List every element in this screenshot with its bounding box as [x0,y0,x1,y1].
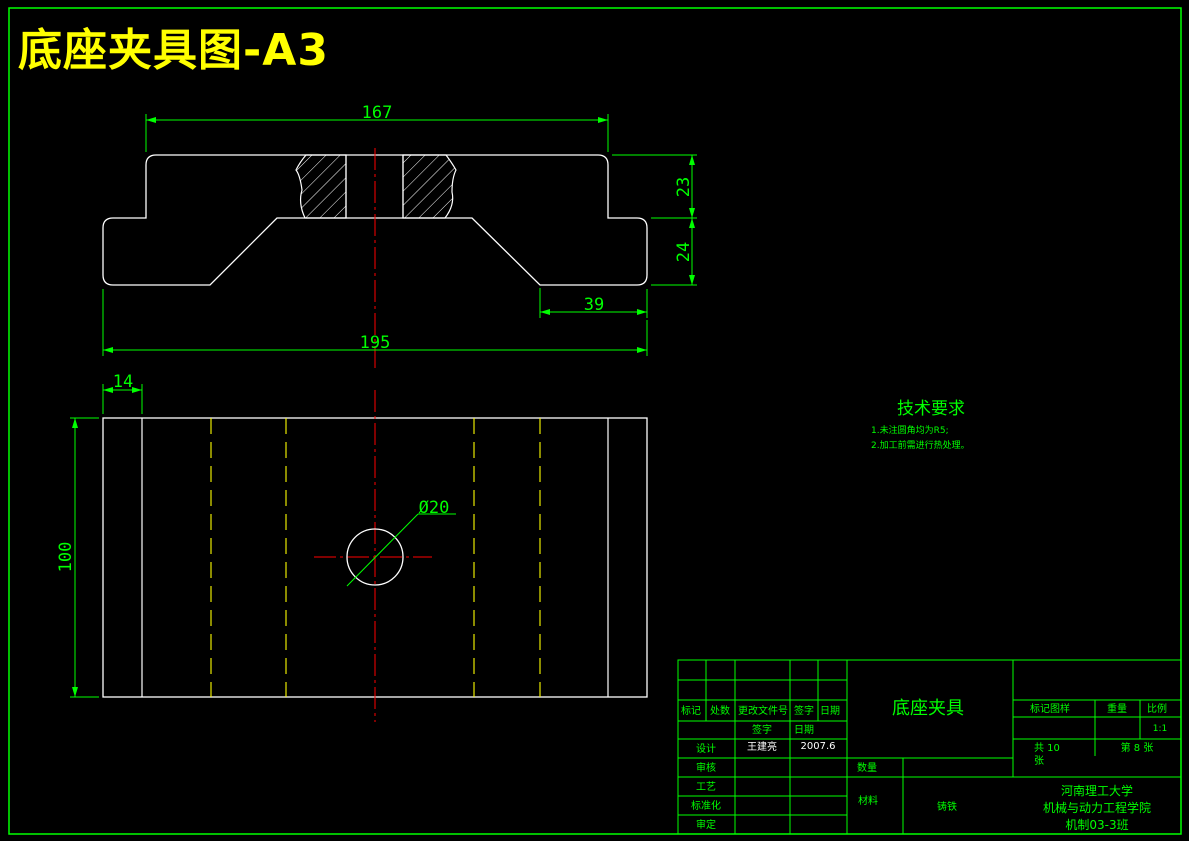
front-view [102,148,648,372]
tb-school: 河南理工大学 [1061,783,1133,798]
section-hatch-left [295,154,347,219]
tb-scale-label: 比例 [1147,702,1167,715]
tech-req-item-2: 2.加工前需进行热处理。 [871,439,970,451]
tech-req-item-1: 1.未注圆角均为R5; [871,424,949,436]
tb-sign-label: 签字 [752,723,772,736]
tb-role-standard: 标准化 [691,799,721,812]
tb-class: 机制03-3班 [1065,818,1128,832]
plan-view [102,390,648,722]
tb-sheets-total-unit: 张 [1034,755,1044,767]
tb-col-change-doc: 更改文件号 [738,704,788,717]
tb-role-approve: 审定 [696,818,716,831]
tb-role-process: 工艺 [696,781,716,793]
tb-sheets-total: 共 10 [1034,742,1060,754]
tb-weight-label: 重量 [1107,702,1127,715]
tb-scale-value: 1:1 [1153,724,1167,734]
tb-col-date: 日期 [820,705,840,717]
tb-college: 机械与动力工程学院 [1043,800,1151,815]
front-view-outline [102,154,648,286]
dim-plan-height: 100 [56,542,76,573]
dim-base-width: 195 [360,333,391,353]
title-block [677,659,1182,835]
dim-hole-diameter: Ø20 [419,498,450,518]
tb-quantity-label: 数量 [857,761,877,774]
section-hatch-right [402,154,457,219]
tb-design-date: 2007.6 [801,741,836,752]
tb-stage-mark: 标记图样 [1030,702,1070,715]
tb-sheet-number: 第 8 张 [1121,741,1154,754]
tb-col-count: 处数 [710,704,730,717]
tb-date-label: 日期 [794,724,814,736]
dim-base-step: 39 [584,295,604,315]
center-hole [346,528,404,586]
tech-req-heading: 技术要求 [897,399,965,419]
drawing-title: 底座夹具图-A3 [18,25,329,76]
dim-top-width: 167 [362,103,393,123]
tb-role-design: 设计 [696,742,716,755]
tb-designer: 王建亮 [747,740,777,753]
dim-base-height: 24 [674,242,694,262]
tb-part-name: 底座夹具 [892,698,964,719]
tb-col-mark: 标记 [681,705,701,717]
drawing-frame [8,7,1182,835]
tb-material-value: 铸铁 [937,800,957,813]
plan-view-dimensions [70,384,456,698]
tb-material-label: 材料 [858,794,878,807]
tb-col-sign: 签字 [794,704,814,717]
tb-role-review: 审核 [696,761,716,774]
dim-edge-offset: 14 [113,372,133,392]
dim-top-height: 23 [674,177,694,197]
front-view-dimensions [102,114,697,356]
